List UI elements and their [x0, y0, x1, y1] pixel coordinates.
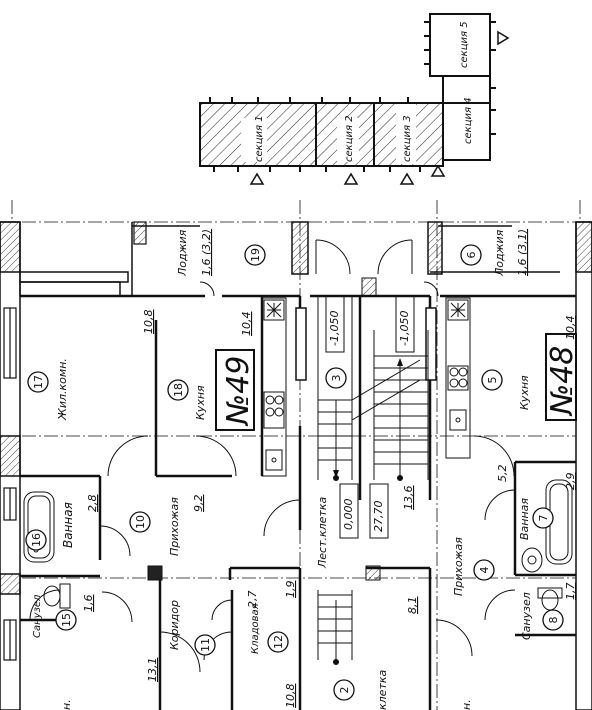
- room-3-dimension: 13,6: [402, 486, 415, 511]
- room-19-area: 1,6 (3,2): [200, 229, 213, 276]
- room-7-area: 2,9: [564, 473, 577, 491]
- elevation-b: -1,050: [398, 311, 411, 346]
- room-12-number: 12: [272, 635, 285, 649]
- room-4-name: Прихожая: [452, 537, 465, 596]
- room-3-name: Лест.клетка: [316, 497, 329, 569]
- bath-fixtures: [23, 479, 573, 611]
- section-1-label: секция 1: [254, 115, 265, 162]
- room-10-area: 9,2: [192, 495, 205, 513]
- room-18-number: 18: [172, 383, 185, 397]
- room-3-area: 27,70: [372, 501, 385, 533]
- room-8-number: 8: [547, 617, 560, 624]
- room-17-name: Жил.комн.: [56, 358, 69, 421]
- section-3-label: секция 3: [402, 115, 413, 162]
- room-16-name: Ванная: [61, 502, 75, 548]
- room-18-name: Кухня: [194, 385, 207, 420]
- room-15-number: 15: [60, 613, 73, 627]
- entrance-marker-icon: [343, 172, 359, 185]
- room-17-area: 10,8: [142, 310, 155, 335]
- room-2-name: клетка: [376, 670, 389, 710]
- room-7-name: Ванная: [518, 498, 531, 540]
- room-11-number: 11: [199, 638, 212, 652]
- section-5-label: секция 5: [459, 21, 470, 68]
- room-10-name: Прихожая: [168, 497, 181, 556]
- room-12-name: Кладовая: [250, 603, 261, 654]
- room-19-name: Лоджия: [176, 229, 189, 277]
- staircase: [317, 296, 429, 660]
- room-5-area: 10,4: [564, 316, 577, 341]
- partial-room-right: н.: [460, 699, 473, 710]
- room-6-name: Лоджия: [493, 229, 506, 277]
- room-16-area: 2,8: [86, 495, 99, 513]
- floor-plan-body: №49 №48 17 18 19 16 10 15 11: [0, 200, 592, 710]
- elevation-a: -1,050: [328, 311, 341, 346]
- apartment-48-label: №48: [545, 346, 580, 417]
- stair-elevation-0: 0,000: [342, 499, 355, 531]
- room-19-number: 19: [249, 248, 262, 262]
- room-2-area: 8,1: [406, 597, 419, 615]
- room-7-number: 7: [537, 515, 550, 522]
- entrance-marker-icon: [497, 30, 510, 46]
- room-6-area: 1,6 (3,1): [516, 229, 529, 276]
- room-6-number: 6: [465, 252, 478, 259]
- room-4-number: 4: [478, 567, 491, 574]
- entrance-marker-icon: [249, 172, 265, 185]
- room-8-area: 1,7: [564, 583, 577, 601]
- bottom-room-area: 10,8: [284, 684, 297, 709]
- room-18-area: 10,4: [240, 312, 253, 337]
- section-4-label: секция 4: [463, 97, 474, 144]
- entrance-marker-icon: [399, 172, 415, 185]
- key-plan: секция 1 секция 2 секция 3 секция 4 секц…: [199, 13, 510, 185]
- section-2-label: секция 2: [344, 115, 355, 162]
- room-7-dimension: 5,2: [496, 465, 509, 483]
- room-15-name: Санузел: [32, 594, 43, 638]
- room-15-area: 1,6: [82, 595, 95, 613]
- kitchen-fixtures: [261, 297, 471, 477]
- room-5-name: Кухня: [518, 375, 531, 410]
- room-17-number: 17: [32, 375, 45, 389]
- room-8-name: Санузел: [520, 592, 533, 640]
- apartment-49-label: №49: [221, 356, 256, 427]
- room-11-name: Коридор: [168, 600, 181, 650]
- room-2-number: 2: [338, 687, 351, 694]
- room-5-number: 5: [486, 377, 499, 384]
- entrance-marker-icon: [430, 164, 446, 177]
- room-16-number: 16: [30, 533, 43, 547]
- room-3-number: 3: [330, 375, 343, 382]
- room-10-number: 10: [134, 515, 147, 529]
- room-12-area: 1,9: [284, 581, 297, 599]
- room-12-dimension: 2,7: [246, 591, 259, 609]
- partial-room-left: н.: [60, 699, 73, 710]
- room-11-area: 13,1: [146, 658, 159, 683]
- key-section-5: [429, 13, 491, 77]
